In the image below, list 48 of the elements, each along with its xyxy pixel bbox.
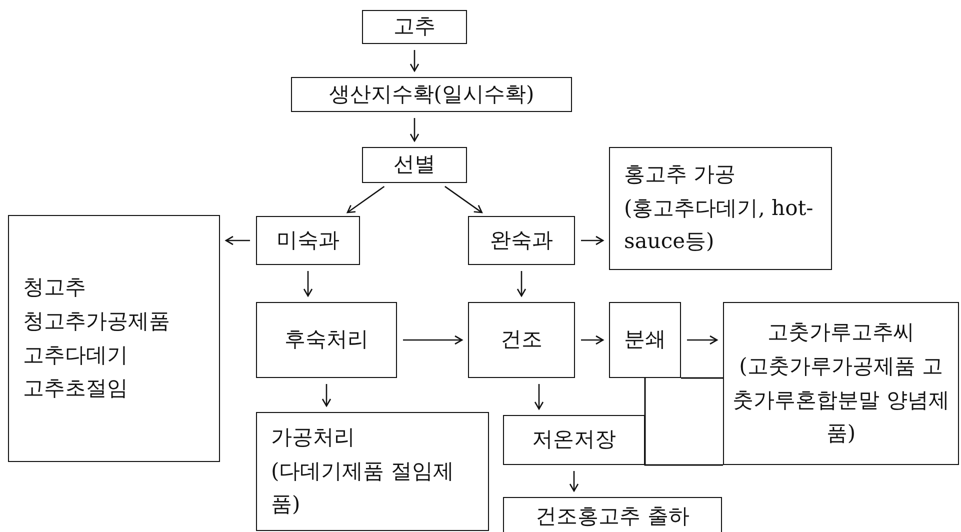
box-text: 완숙과 [490,226,553,254]
box-text: (다데기제품 절임제품) [271,458,455,518]
box-text: 저온저장 [532,426,616,454]
box-text: 분쇄 [624,326,666,354]
process-box [468,216,575,265]
box-text: 고춧가루고추씨 [768,319,914,346]
process-box [609,302,681,378]
process-box [256,412,489,531]
box-text: 가공처리 [271,424,355,452]
box-text: 건조홍고추 출하 [536,503,690,530]
arrow [569,471,579,492]
process-box [362,147,467,183]
box-text: 청고추 [23,274,86,302]
arrow [322,384,332,407]
process-box [256,216,360,265]
arrow [225,236,250,246]
box-text: (홍고추다데기, hot-sauce등) [624,194,814,256]
box-text: (고춧가루가공제품 고춧가루혼합분말 양념제품) [732,352,950,448]
box-text: 고추초절임 [23,375,128,402]
process-box [8,215,220,462]
process-box [362,10,467,44]
box-text: 고추다데기 [23,342,128,368]
process-box [468,302,575,378]
arrow [410,50,420,72]
box-text: 홍고추 가공 [624,161,736,188]
box-text: 청고추가공제품 [23,308,170,335]
arrow [410,118,420,142]
arrow [346,186,385,214]
box-text: 미숙과 [276,226,340,254]
arrow [581,236,604,246]
box-text: 생산지수확(일시수확) [328,80,534,108]
process-box [291,77,572,112]
process-box [256,302,397,378]
box-text: 건조 [500,326,542,354]
box-text: 고추 [394,13,436,40]
process-box [723,302,959,465]
arrow [444,186,483,214]
arrow [687,335,718,345]
box-text: 후숙처리 [284,326,368,354]
arrow [403,335,463,345]
process-box [503,415,645,465]
arrow [534,384,544,410]
arrow [303,271,313,297]
process-box [609,147,832,270]
process-box [503,497,722,532]
arrow [516,271,526,297]
box-text: 선별 [394,151,436,178]
arrow [581,335,604,345]
